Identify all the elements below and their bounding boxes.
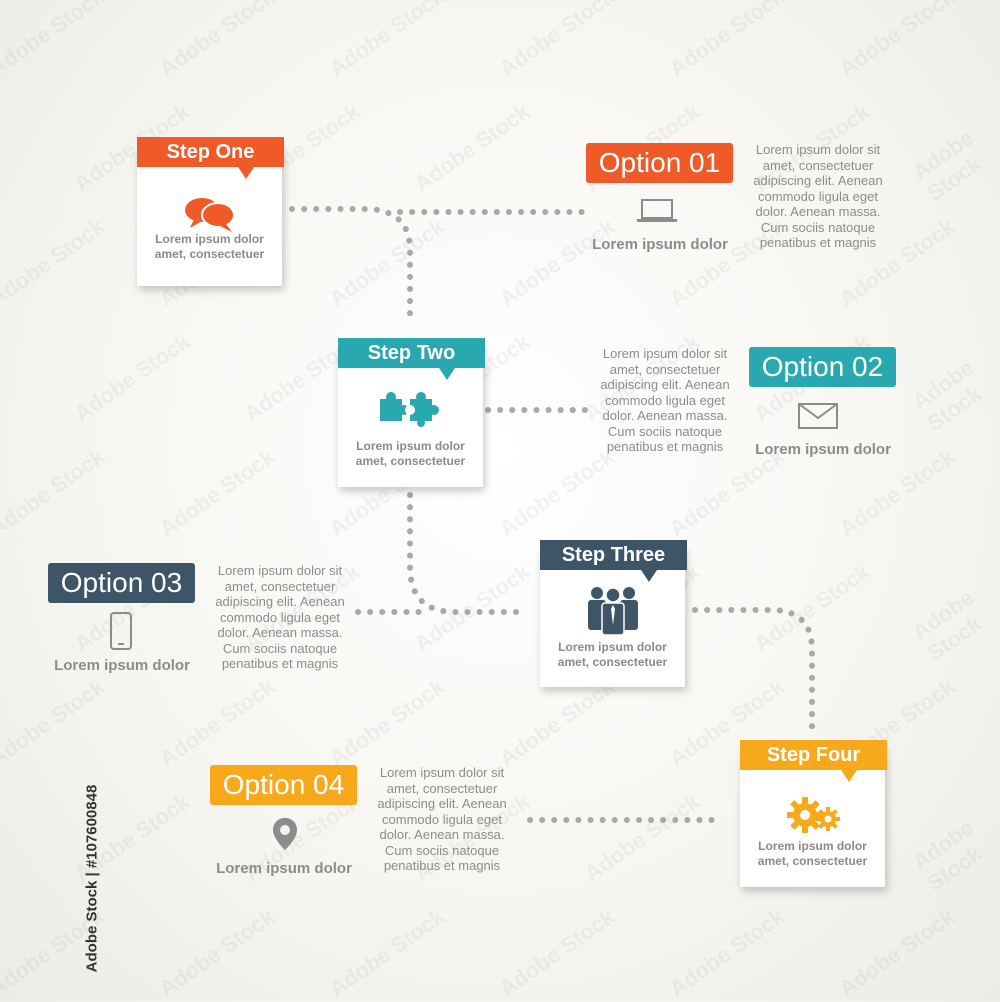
connector-step2-step3	[407, 492, 531, 615]
paragraph-line: penatibus et magnis	[221, 656, 339, 671]
paragraph-line: Cum sociis natoque	[607, 423, 723, 439]
step-three-header: Step Three	[540, 540, 687, 582]
option-01-label: Option 01	[586, 143, 733, 183]
step-three-text-line2: amet, consectetuer	[557, 655, 668, 669]
step-one-header: Step One	[137, 137, 284, 179]
paragraph-line: amet, consectetuer	[386, 780, 498, 796]
paragraph-line: penatibus et magnis	[759, 235, 877, 250]
paragraph-line: amet, consectetuer	[609, 361, 721, 377]
step-four-text-line1: Lorem ipsum dolor	[758, 839, 867, 853]
gears-icon	[740, 795, 885, 840]
option-02-caption: Lorem ipsum dolor	[755, 441, 891, 458]
paragraph-line: dolor. Aenean massa.	[602, 408, 728, 423]
paragraph-line: commodo ligula eget	[382, 811, 502, 827]
step-two-header: Step Two	[338, 338, 485, 380]
smartphone-icon	[109, 612, 133, 655]
paragraph-line: dolor. Aenean massa.	[379, 827, 505, 842]
step-one-text-line1: Lorem ipsum dolor	[155, 232, 264, 246]
option-04-label: Option 04	[210, 765, 357, 805]
step-one-text: Lorem ipsum dolor amet, consectetuer	[137, 232, 282, 262]
option-03-paragraph: Lorem ipsum dolor sit amet, consectetuer…	[205, 563, 355, 672]
paragraph-line: amet, consectetuer	[762, 157, 874, 173]
step-three-text: Lorem ipsum dolor amet, consectetuer	[540, 640, 685, 670]
paragraph-line: commodo ligula eget	[605, 392, 725, 408]
option-03-caption: Lorem ipsum dolor	[54, 657, 190, 674]
paragraph-line: Lorem ipsum dolor sit	[379, 765, 505, 780]
step-two-card: Step Two Lorem ipsum dolor amet, consect…	[338, 338, 485, 487]
paragraph-line: dolor. Aenean massa.	[217, 625, 343, 640]
step-two-text-line1: Lorem ipsum dolor	[356, 439, 465, 453]
step-one-text-line2: amet, consectetuer	[154, 247, 265, 261]
team-icon	[540, 585, 685, 640]
step-four-text-line2: amet, consectetuer	[757, 854, 868, 868]
paragraph-line: amet, consectetuer	[224, 578, 336, 594]
step-four-card: Step Four Lorem ipsum dolor amet, consec…	[740, 740, 887, 887]
step-three-card: Step Three Lorem ipsum dolor amet, conse…	[540, 540, 687, 687]
paragraph-line: Cum sociis natoque	[760, 219, 876, 235]
paragraph-line: adipiscing elit. Aenean	[600, 377, 730, 392]
paragraph-line: Lorem ipsum dolor sit	[602, 346, 728, 361]
step-three-text-line1: Lorem ipsum dolor	[558, 640, 667, 654]
paragraph-line: Cum sociis natoque	[222, 640, 338, 656]
paragraph-line: Cum sociis natoque	[384, 842, 500, 858]
paragraph-line: adipiscing elit. Aenean	[753, 173, 883, 188]
paragraph-line: commodo ligula eget	[758, 188, 878, 204]
step-four-header: Step Four	[740, 740, 887, 782]
step-four-text: Lorem ipsum dolor amet, consectetuer	[740, 839, 885, 869]
connector-step1-step2	[289, 206, 413, 328]
option-01-paragraph: Lorem ipsum dolor sit amet, consectetuer…	[743, 142, 893, 251]
paragraph-line: commodo ligula eget	[220, 609, 340, 625]
option-01-caption: Lorem ipsum dolor	[592, 236, 728, 253]
puzzle-icon	[338, 391, 483, 432]
step-one-card: Step One Lorem ipsum dolor amet, consect…	[137, 137, 284, 286]
paragraph-line: dolor. Aenean massa.	[755, 204, 881, 219]
stock-id-watermark: Adobe Stock | #107600848	[83, 784, 101, 973]
option-04-caption: Lorem ipsum dolor	[216, 860, 352, 877]
option-02-paragraph: Lorem ipsum dolor sit amet, consectetuer…	[590, 346, 740, 455]
step-two-text: Lorem ipsum dolor amet, consectetuer	[338, 439, 483, 469]
connector-step3-step4	[692, 607, 815, 733]
paragraph-line: adipiscing elit. Aenean	[215, 594, 345, 609]
speech-bubbles-icon	[137, 194, 282, 239]
paragraph-line: penatibus et magnis	[383, 858, 501, 873]
envelope-icon	[798, 403, 838, 434]
laptop-icon	[636, 198, 678, 229]
option-03-label: Option 03	[48, 563, 195, 603]
paragraph-line: Lorem ipsum dolor sit	[217, 563, 343, 578]
option-04-paragraph: Lorem ipsum dolor sit amet, consectetuer…	[367, 765, 517, 874]
option-02-label: Option 02	[749, 347, 896, 387]
step-two-text-line2: amet, consectetuer	[355, 454, 466, 468]
paragraph-line: Lorem ipsum dolor sit	[755, 142, 881, 157]
paragraph-line: penatibus et magnis	[606, 439, 724, 454]
map-pin-icon	[272, 817, 298, 856]
paragraph-line: adipiscing elit. Aenean	[377, 796, 507, 811]
